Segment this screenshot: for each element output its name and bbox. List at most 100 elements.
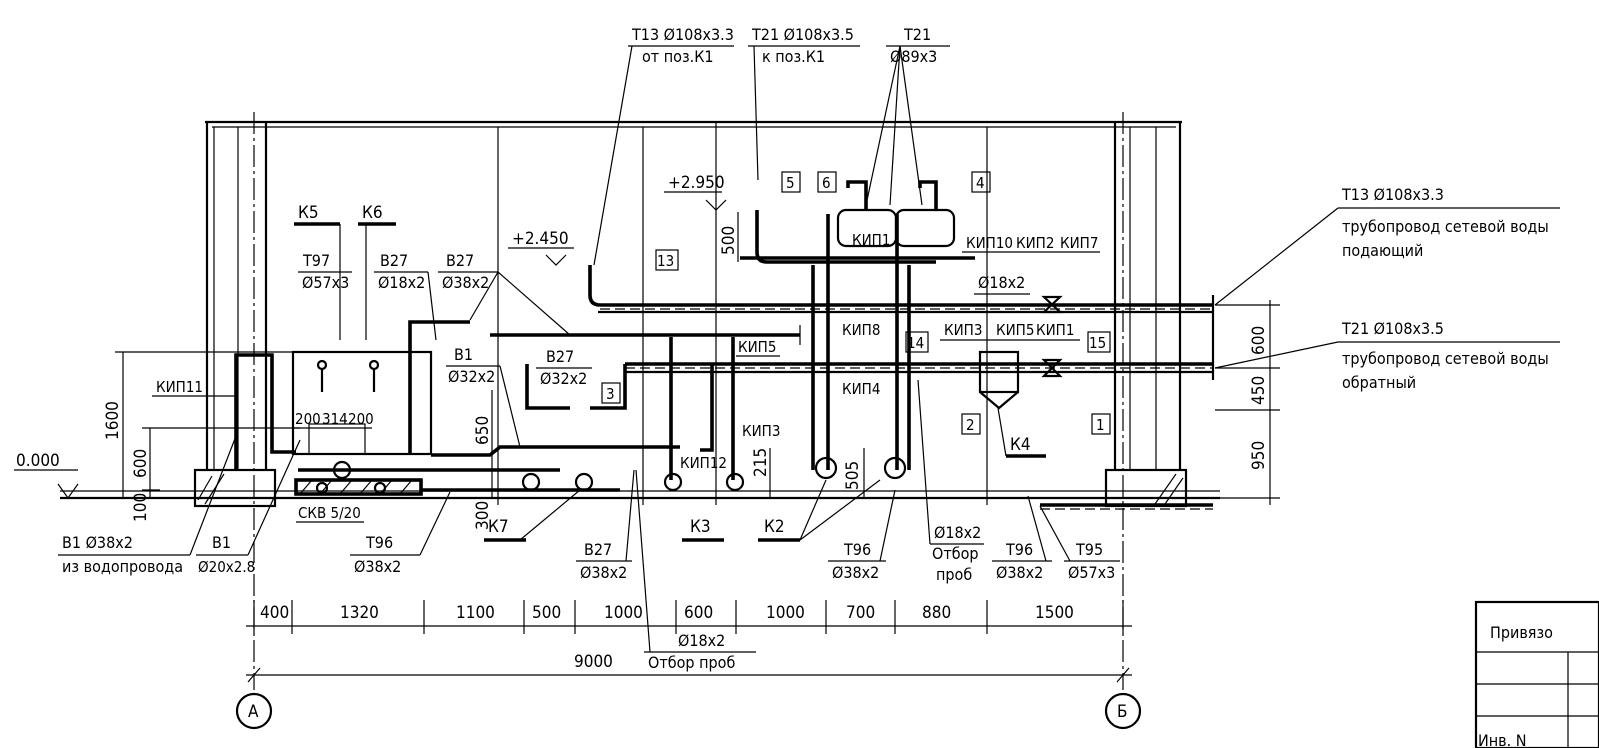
- t21-note-l1: трубопровод сетевой воды: [1342, 349, 1549, 368]
- kip1-top: КИП1: [852, 231, 890, 249]
- t13-note-l1: трубопровод сетевой воды: [1342, 217, 1549, 236]
- b27-38-l1: В27: [446, 251, 474, 270]
- t95-l1: Т95: [1075, 540, 1103, 559]
- b27-18-l1: В27: [380, 251, 408, 270]
- kip1-right: КИП1: [1036, 321, 1074, 339]
- dim-1600: 1600: [103, 401, 123, 440]
- pos-14: 14: [907, 334, 924, 352]
- pos-1: 1: [1096, 416, 1105, 434]
- dim-700: 700: [846, 603, 875, 623]
- b27-38-l2: Ø38х2: [442, 273, 489, 292]
- instrument-tags: КИП1 КИП1 КИП2 КИП3 КИП3 КИП4 КИП5 КИП5 …: [152, 231, 1100, 472]
- kip7: КИП7: [1060, 234, 1098, 252]
- t13-top-l2: от поз.К1: [642, 47, 714, 66]
- dim-400: 400: [260, 603, 289, 623]
- pos-3: 3: [606, 385, 615, 403]
- left-dimensions: 1600 600 100: [103, 351, 300, 522]
- dim-600-left: 600: [131, 449, 151, 478]
- dim-215: 215: [751, 448, 771, 477]
- dim-200-a: 200: [295, 410, 321, 428]
- level-2950: +2.950: [668, 173, 725, 193]
- b27-32-l2: Ø32х2: [540, 369, 587, 388]
- stamp-title: Привязо: [1490, 623, 1553, 642]
- dim-505: 505: [843, 461, 863, 490]
- dim-1000-b: 1000: [766, 603, 805, 623]
- dim-450-right: 450: [1249, 376, 1269, 405]
- pos-13: 13: [657, 252, 674, 270]
- label-k3: К3: [690, 517, 711, 537]
- kip10: КИП10: [966, 234, 1013, 252]
- dim-880: 880: [922, 603, 951, 623]
- t97-l2: Ø57х3: [302, 273, 349, 292]
- t13-top-l1: Т13 Ø108х3.3: [631, 25, 734, 44]
- kip11: КИП11: [156, 378, 203, 396]
- level-2450: +2.450: [512, 229, 569, 249]
- dim-1320: 1320: [340, 603, 379, 623]
- t96-a-l2: Ø38х2: [354, 557, 401, 576]
- b27-bot-l1: В27: [584, 540, 612, 559]
- dim-500-b: 500: [532, 603, 561, 623]
- dim-1500: 1500: [1035, 603, 1074, 623]
- dim-300: 300: [473, 501, 493, 530]
- dim-650: 650: [473, 416, 493, 445]
- t97-l1: Т97: [302, 251, 330, 270]
- b1-32-l2: Ø32х2: [448, 367, 495, 386]
- kip2: КИП2: [1016, 234, 1054, 252]
- equipment-labels: К5 К6 К7 К3 К2 К4 СКВ 5/20: [294, 203, 1046, 542]
- sample2-l2: Отбор проб: [648, 653, 735, 672]
- b27-18-l2: Ø18х2: [378, 273, 425, 292]
- level-zero: 0.000: [16, 451, 60, 471]
- axis-bubbles: А Б: [235, 692, 1142, 730]
- label-k5: К5: [298, 203, 319, 223]
- t21-note-l2: обратный: [1342, 373, 1416, 392]
- pos-4: 4: [976, 174, 985, 192]
- t21-note-title: Т21 Ø108х3.5: [1341, 319, 1444, 338]
- kip5-right: КИП5: [996, 321, 1034, 339]
- t96-a-l1: Т96: [365, 533, 393, 552]
- pos-15: 15: [1089, 334, 1106, 352]
- t13-note-title: Т13 Ø108х3.3: [1341, 185, 1444, 204]
- b1-32-l1: В1: [454, 345, 473, 364]
- main-headers: [490, 180, 1215, 510]
- pos-5: 5: [786, 174, 795, 192]
- level-marks: 0.000 +2.450 +2.950: [14, 173, 727, 500]
- t96-b-l2: Ø38х2: [832, 563, 879, 582]
- right-dimensions: 600 450 950: [1215, 300, 1280, 505]
- label-k2: К2: [764, 517, 785, 537]
- kip5-left: КИП5: [738, 338, 776, 356]
- skid-k5-k6: [234, 320, 680, 496]
- dim-500: 500: [719, 226, 739, 255]
- axis-b: Б: [1117, 702, 1128, 722]
- dim-600-b: 600: [684, 603, 713, 623]
- sample1-l2: Отбор: [932, 544, 979, 563]
- b27-bot-l2: Ø38х2: [580, 563, 627, 582]
- position-numbers: 1 2 3 4 5 6 13 14 15: [601, 171, 1111, 435]
- t21-top-l2: к поз.К1: [762, 47, 825, 66]
- mid-callouts: Т97 Ø57х3 В27 Ø18х2 В27 Ø38х2 В1 Ø32х2 В…: [298, 251, 1030, 448]
- t96-b-l1: Т96: [843, 540, 871, 559]
- right-notes: Т13 Ø108х3.3 трубопровод сетевой воды по…: [1214, 185, 1560, 392]
- t21-89-l2: Ø89х3: [890, 47, 937, 66]
- t13-note-l2: подающий: [1342, 241, 1423, 260]
- label-k4: К4: [1010, 435, 1031, 455]
- dim-1100: 1100: [456, 603, 495, 623]
- b1-in-l1: В1 Ø38х2: [62, 533, 133, 552]
- axis-a: А: [248, 702, 259, 722]
- label-k6: К6: [362, 203, 383, 223]
- top-callouts: Т13 Ø108х3.3 от поз.К1 Т21 Ø108х3.5 к по…: [593, 25, 950, 266]
- b27-32-l1: В27: [546, 347, 574, 366]
- sample2-l1: Ø18х2: [678, 631, 725, 650]
- t21-89-l1: Т21: [903, 25, 931, 44]
- kip12: КИП12: [680, 454, 727, 472]
- kip8: КИП8: [842, 321, 880, 339]
- pos-2: 2: [966, 416, 975, 434]
- sample1-l1: Ø18х2: [934, 523, 981, 542]
- dim-9000: 9000: [574, 652, 613, 672]
- bottom-dimension-chain: 400 1320 1100 500 1000 600 1000 700 880 …: [246, 600, 1132, 683]
- dim-600-right: 600: [1249, 326, 1269, 355]
- label-skv: СКВ 5/20: [298, 504, 361, 522]
- kip3-right: КИП3: [944, 321, 982, 339]
- b1-20-l1: В1: [212, 533, 231, 552]
- kip4: КИП4: [842, 380, 880, 398]
